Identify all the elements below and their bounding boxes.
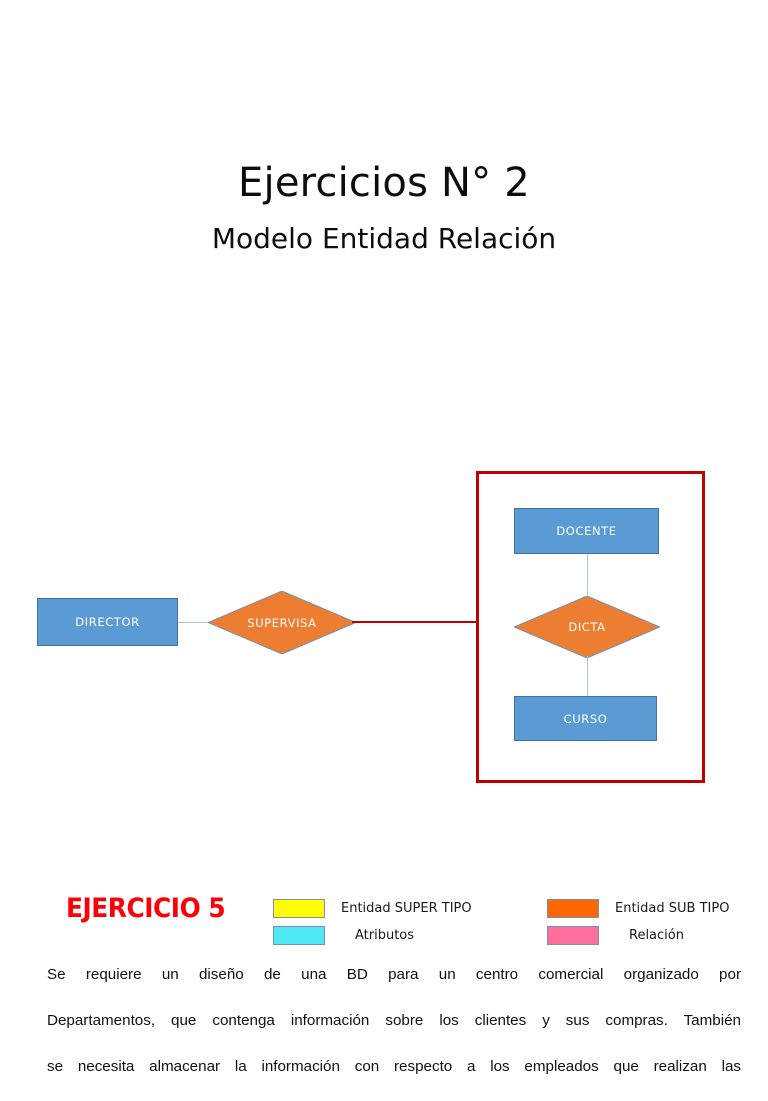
legend-swatch-yellow (273, 898, 325, 918)
entity-docente-label: DOCENTE (556, 524, 617, 538)
legend-swatch-cyan (273, 925, 325, 945)
entity-director[interactable]: DIRECTOR (37, 598, 178, 646)
paragraph-line-3: se necesita almacenar la información con… (47, 1058, 741, 1075)
legend-label-relacion: Relación (629, 927, 684, 943)
er-diagram: DIRECTOR SUPERVISA DOCENTE DICTA CURSO (37, 471, 705, 783)
paragraph-line-1: Se requiere un diseño de una BD para un … (47, 966, 741, 983)
diamond-shape-dicta (514, 596, 660, 658)
legend-label-super-tipo: Entidad SUPER TIPO (341, 900, 472, 916)
entity-curso-label: CURSO (563, 711, 608, 726)
subtype-group-box (476, 471, 705, 783)
legend-swatch-orange (547, 898, 599, 918)
entity-director-label: DIRECTOR (75, 615, 140, 629)
legend-item-atributos: Atributos (273, 924, 472, 946)
exercise-description: Se requiere un diseño de una BD para un … (47, 963, 741, 1101)
diamond-shape-supervisa (208, 591, 356, 654)
relationship-dicta[interactable]: DICTA (514, 596, 660, 658)
relationship-supervisa[interactable]: SUPERVISA (208, 591, 356, 654)
connector-dicta-curso (587, 656, 588, 696)
legend: Entidad SUPER TIPO Atributos Entidad SUB… (0, 884, 768, 946)
connector-director-supervisa (178, 622, 210, 623)
legend-item-sub-tipo: Entidad SUB TIPO (547, 897, 729, 919)
legend-item-relacion: Relación (547, 924, 729, 946)
paragraph-line-2: Departamentos, que contenga información … (47, 1012, 741, 1029)
legend-item-super-tipo: Entidad SUPER TIPO (273, 897, 472, 919)
legend-group-left: Entidad SUPER TIPO Atributos (273, 897, 472, 951)
legend-label-sub-tipo: Entidad SUB TIPO (615, 900, 730, 916)
page-title: Ejercicios N° 2 (238, 160, 530, 206)
entity-curso[interactable]: CURSO (514, 696, 657, 741)
legend-label-atributos: Atributos (355, 927, 415, 943)
entity-docente[interactable]: DOCENTE (514, 508, 659, 554)
connector-docente-dicta (587, 554, 588, 598)
relationship-dicta-label: DICTA (568, 620, 606, 634)
exercise-title: EJERCICIO 5 (66, 893, 226, 924)
relationship-supervisa-label: SUPERVISA (247, 615, 317, 630)
connector-supervisa-group (352, 621, 478, 623)
legend-group-right: Entidad SUB TIPO Relación (547, 897, 729, 951)
page-subtitle: Modelo Entidad Relación (211, 222, 557, 255)
slide-title-block: Ejercicios N° 2 Modelo Entidad Relación (0, 160, 768, 256)
legend-swatch-pink (547, 925, 599, 945)
